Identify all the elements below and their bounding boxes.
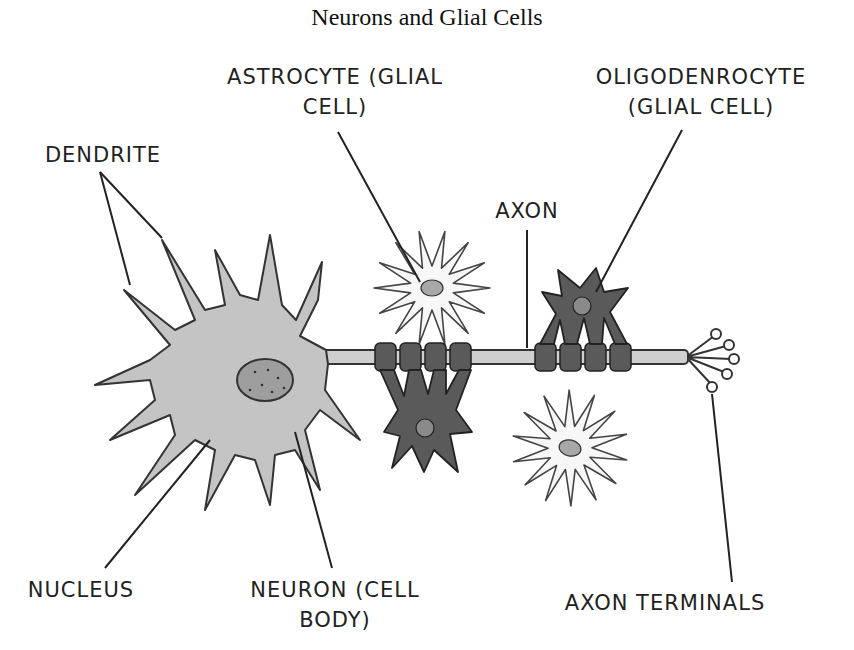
part-label: OLIGODENROCYTE (GLIAL CELL) bbox=[570, 62, 832, 122]
dot bbox=[277, 377, 280, 380]
leader-line bbox=[338, 132, 420, 282]
terminal-bulb bbox=[722, 369, 732, 379]
dot bbox=[283, 387, 286, 390]
dot bbox=[249, 389, 252, 392]
dot bbox=[254, 371, 257, 374]
astrocyte-body bbox=[502, 381, 639, 516]
nucleus-dots bbox=[249, 369, 286, 394]
astrocyte-body bbox=[374, 232, 490, 345]
leader-line bbox=[105, 440, 210, 568]
oligodendrocyte-lower bbox=[380, 370, 472, 472]
axon-terminals bbox=[686, 329, 739, 392]
dot bbox=[261, 384, 264, 387]
leader-line bbox=[712, 394, 732, 582]
terminal-bulb bbox=[707, 382, 717, 392]
leader-lines bbox=[100, 130, 732, 582]
figure-title: Neurons and Glial Cells bbox=[0, 4, 854, 31]
terminal-bulb bbox=[729, 354, 739, 364]
part-label: AXON TERMINALS bbox=[515, 588, 815, 618]
part-label: ASTROCYTE (GLIAL CELL) bbox=[225, 62, 445, 122]
oligodendrocyte-nucleus bbox=[416, 419, 434, 437]
terminal-bulb bbox=[711, 329, 721, 339]
leader-line bbox=[100, 172, 130, 285]
myelin-segment bbox=[560, 343, 581, 371]
myelin-segment bbox=[375, 343, 396, 371]
leader-line bbox=[526, 230, 528, 348]
leader-line bbox=[596, 130, 682, 292]
part-label: DENDRITE bbox=[8, 140, 198, 170]
dot bbox=[267, 369, 270, 372]
nucleus bbox=[237, 359, 293, 401]
dot bbox=[271, 391, 274, 394]
neuron-cell-body bbox=[95, 235, 360, 510]
myelin-segment bbox=[450, 343, 471, 371]
myelin-segment bbox=[400, 343, 421, 371]
oligodendrocyte-upper bbox=[540, 268, 628, 344]
oligodendrocyte-nucleus bbox=[573, 297, 591, 315]
astrocyte-nucleus bbox=[558, 438, 583, 458]
myelin-segment bbox=[585, 343, 606, 371]
part-label: NUCLEUS bbox=[6, 575, 156, 605]
part-label: AXON bbox=[495, 196, 559, 226]
myelin-sheaths bbox=[375, 343, 631, 371]
terminal-bulb bbox=[724, 340, 734, 350]
astrocyte-lower bbox=[502, 381, 639, 516]
myelin-segment bbox=[610, 343, 631, 371]
astrocyte-upper bbox=[374, 232, 490, 345]
astrocyte-nucleus bbox=[421, 280, 443, 296]
myelin-segment bbox=[425, 343, 446, 371]
leader-line bbox=[295, 432, 332, 568]
part-label: NEURON (CELL BODY) bbox=[235, 575, 435, 635]
myelin-segment bbox=[535, 343, 556, 371]
